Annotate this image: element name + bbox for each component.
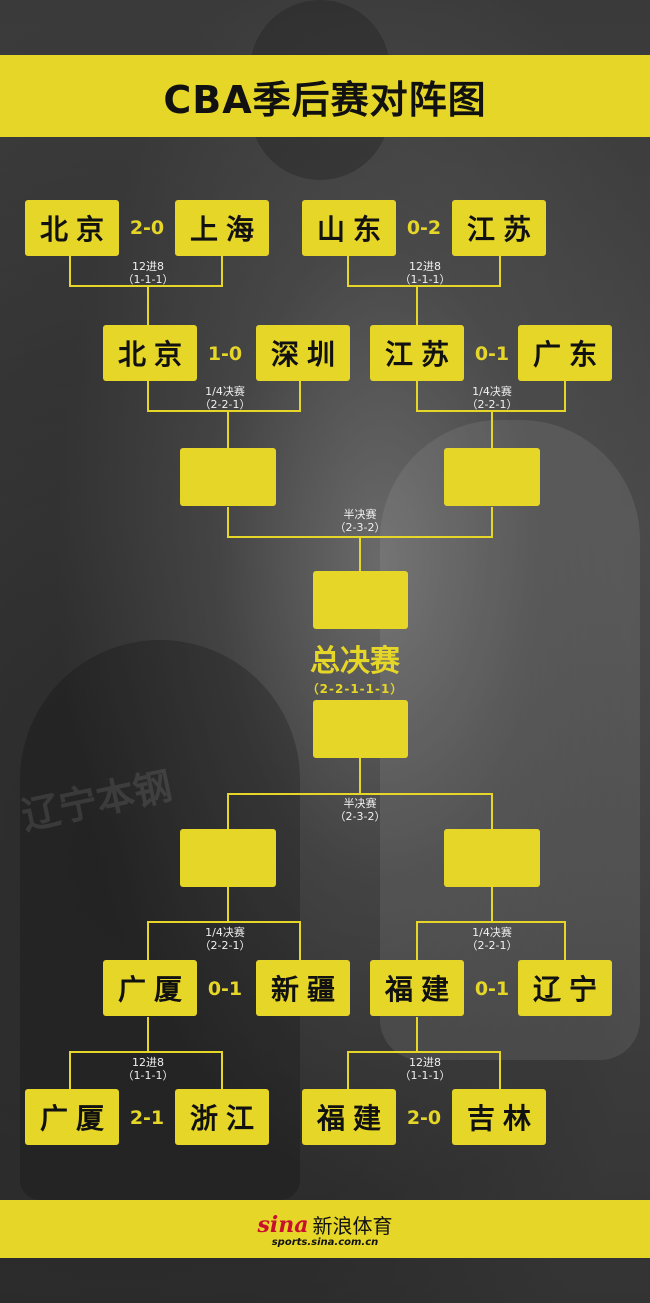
team-box: 广东: [518, 325, 612, 381]
team-box: 山东: [302, 200, 396, 256]
team-box: 广厦: [25, 1089, 119, 1145]
team-box: 浙江: [175, 1089, 269, 1145]
round-label: 1/4决赛（2-2-1）: [466, 926, 518, 952]
team-box: 辽宁: [518, 960, 612, 1016]
team-box: 福建: [302, 1089, 396, 1145]
title-banner: CBA季后赛对阵图: [0, 55, 650, 137]
final-title: 总决赛: [310, 644, 400, 679]
round-label: 12进8（1-1-1）: [399, 260, 451, 286]
match-score: 0-1: [474, 343, 510, 365]
empty-slot: [313, 571, 408, 629]
round-label: 半决赛（2-3-2）: [334, 797, 386, 823]
empty-slot: [180, 829, 276, 887]
team-box: 江苏: [452, 200, 546, 256]
team-box: 上海: [175, 200, 269, 256]
final-format: （2-2-1-1-1）: [306, 682, 404, 696]
footer-url: sports.sina.com.cn: [271, 1237, 379, 1248]
empty-slot: [444, 829, 540, 887]
round-label: 12进8（1-1-1）: [122, 260, 174, 286]
team-box: 新疆: [256, 960, 350, 1016]
empty-slot: [313, 700, 408, 758]
match-score: 0-1: [474, 978, 510, 1000]
round-label: 1/4决赛（2-2-1）: [466, 385, 518, 411]
team-box: 吉林: [452, 1089, 546, 1145]
round-label: 12进8（1-1-1）: [399, 1056, 451, 1082]
team-box: 福建: [370, 960, 464, 1016]
empty-slot: [180, 448, 276, 506]
match-score: 2-0: [129, 217, 165, 239]
round-label: 1/4决赛（2-2-1）: [199, 385, 251, 411]
team-box: 江苏: [370, 325, 464, 381]
match-score: 0-2: [406, 217, 442, 239]
round-label: 12进8（1-1-1）: [122, 1056, 174, 1082]
match-score: 1-0: [207, 343, 243, 365]
sina-sports-name: 新浪体育: [312, 1214, 393, 1238]
background-player-figure: [380, 420, 640, 1060]
match-score: 0-1: [207, 978, 243, 1000]
team-box: 北京: [103, 325, 197, 381]
round-label: 半决赛（2-3-2）: [334, 508, 386, 534]
footer-banner: sina 新浪体育 sports.sina.com.cn: [0, 1200, 650, 1258]
match-score: 2-0: [406, 1107, 442, 1129]
team-box: 深圳: [256, 325, 350, 381]
round-label: 1/4决赛（2-2-1）: [199, 926, 251, 952]
team-box: 广厦: [103, 960, 197, 1016]
empty-slot: [444, 448, 540, 506]
team-box: 北京: [25, 200, 119, 256]
match-score: 2-1: [129, 1107, 165, 1129]
sina-wordmark: sina: [257, 1211, 309, 1238]
sina-logo: sina 新浪体育: [258, 1210, 393, 1239]
page-title: CBA季后赛对阵图: [163, 77, 487, 122]
